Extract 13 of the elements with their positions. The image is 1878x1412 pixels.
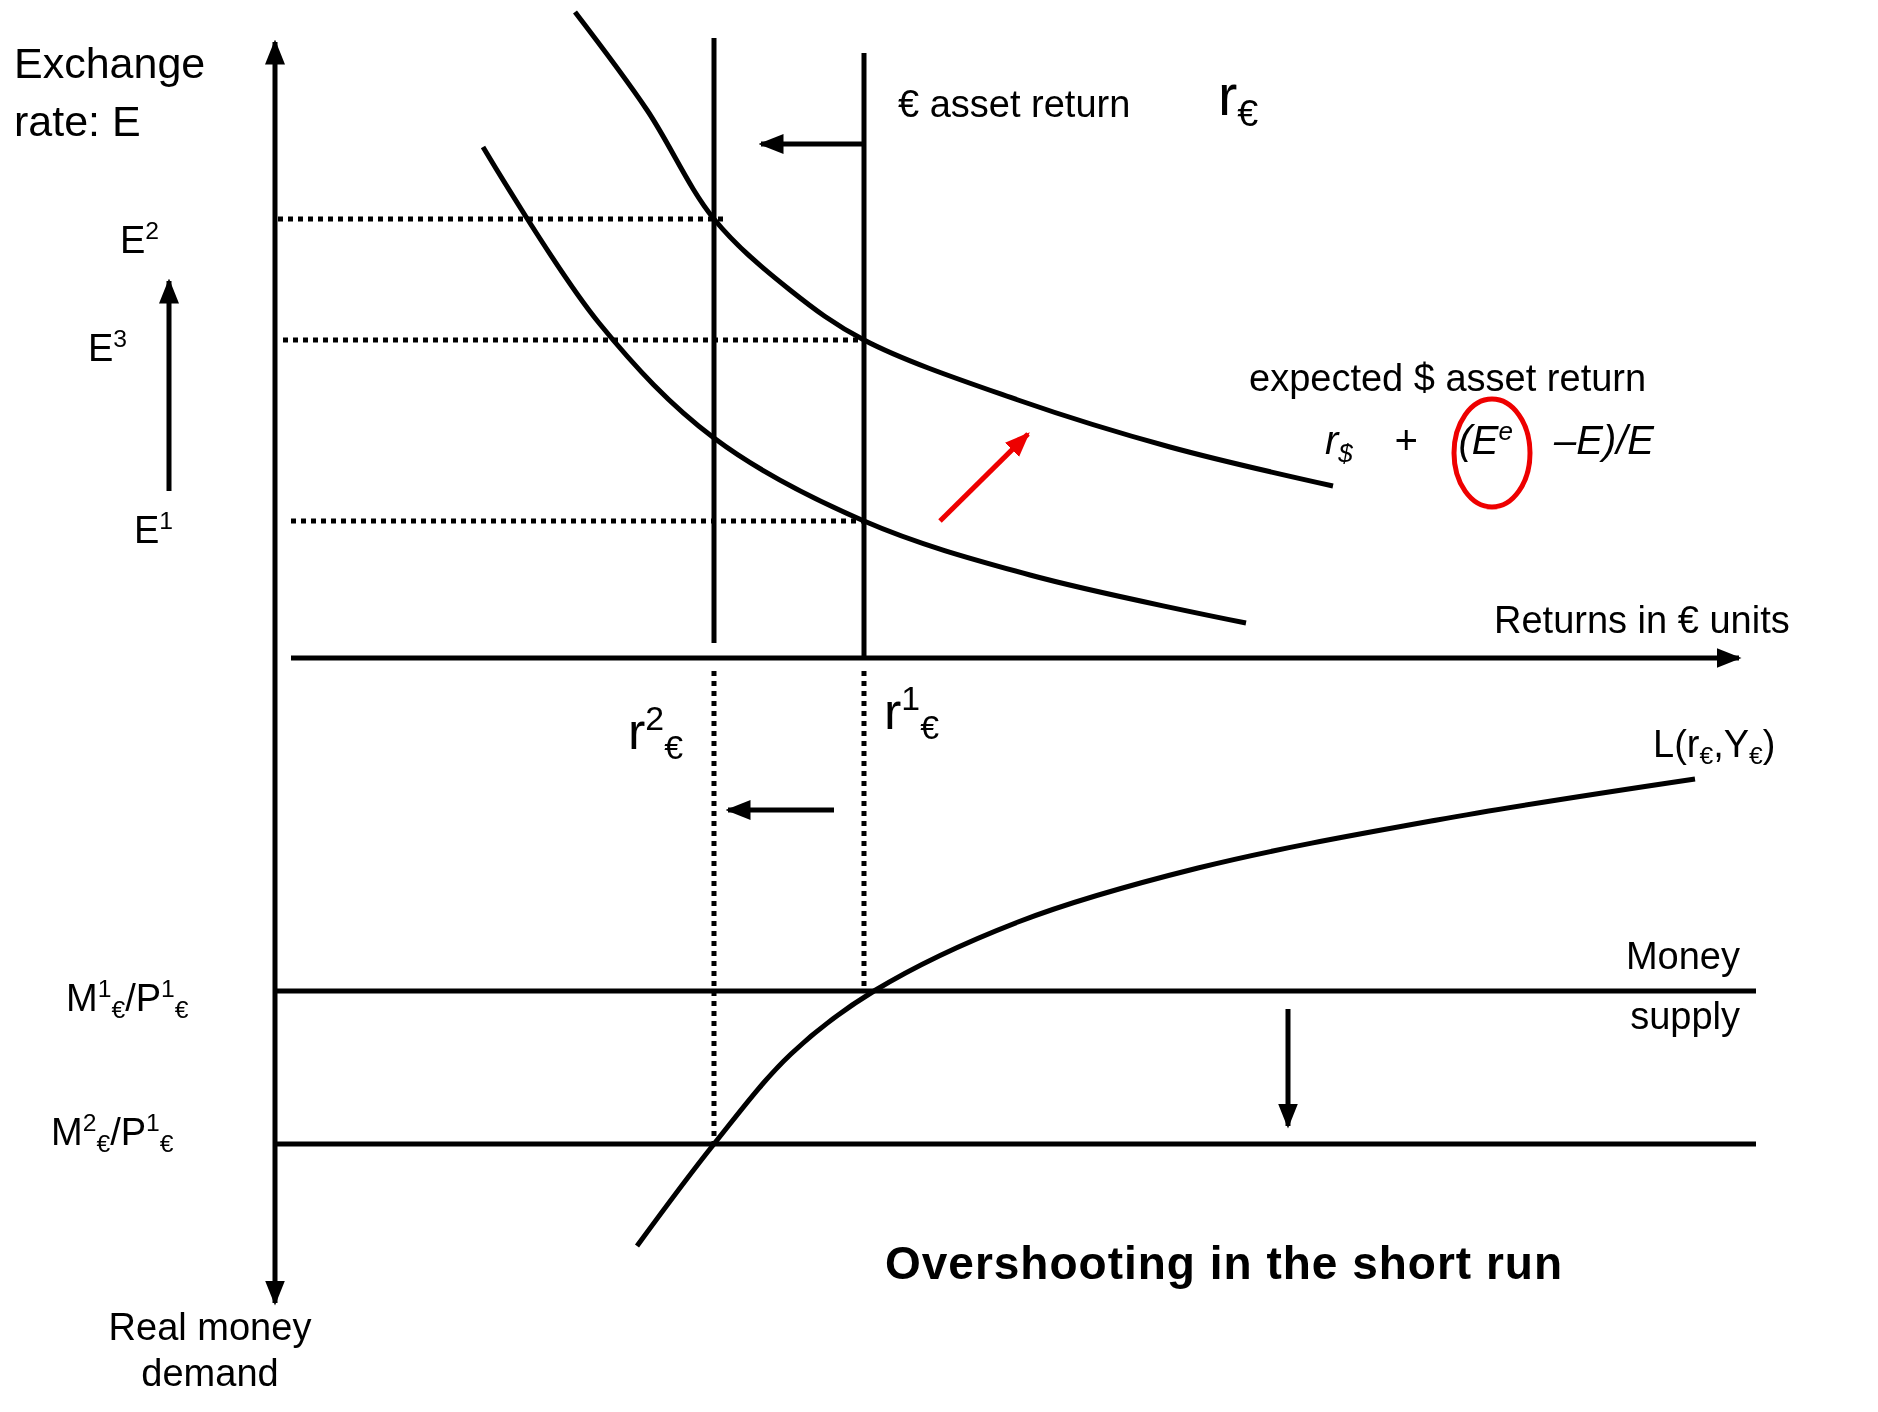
formula: r$_{$}$ + (E$^{e}$ –E)/E	[1325, 416, 1654, 464]
line-label: Money supply	[1624, 934, 1740, 1039]
axis-label: Real money demand	[107, 1305, 313, 1396]
chart-title: Overshooting in the short run	[883, 1236, 1565, 1291]
axis-label: Exchange rate: E	[14, 38, 207, 148]
axis-label: Returns in € units	[1494, 598, 1790, 643]
axis-value: E$^{1}$	[134, 508, 174, 553]
curve-label: € asset return	[898, 82, 1131, 127]
curve-label: expected $ asset return	[1249, 356, 1647, 401]
axis-value: E$^{2}$	[120, 218, 160, 263]
curve-label: r$_{€}$	[1218, 61, 1259, 130]
axis-value: E$^{3}$	[88, 326, 128, 371]
curve-label: L(r$_{€}$,Y$_{€}$)	[1653, 722, 1776, 768]
